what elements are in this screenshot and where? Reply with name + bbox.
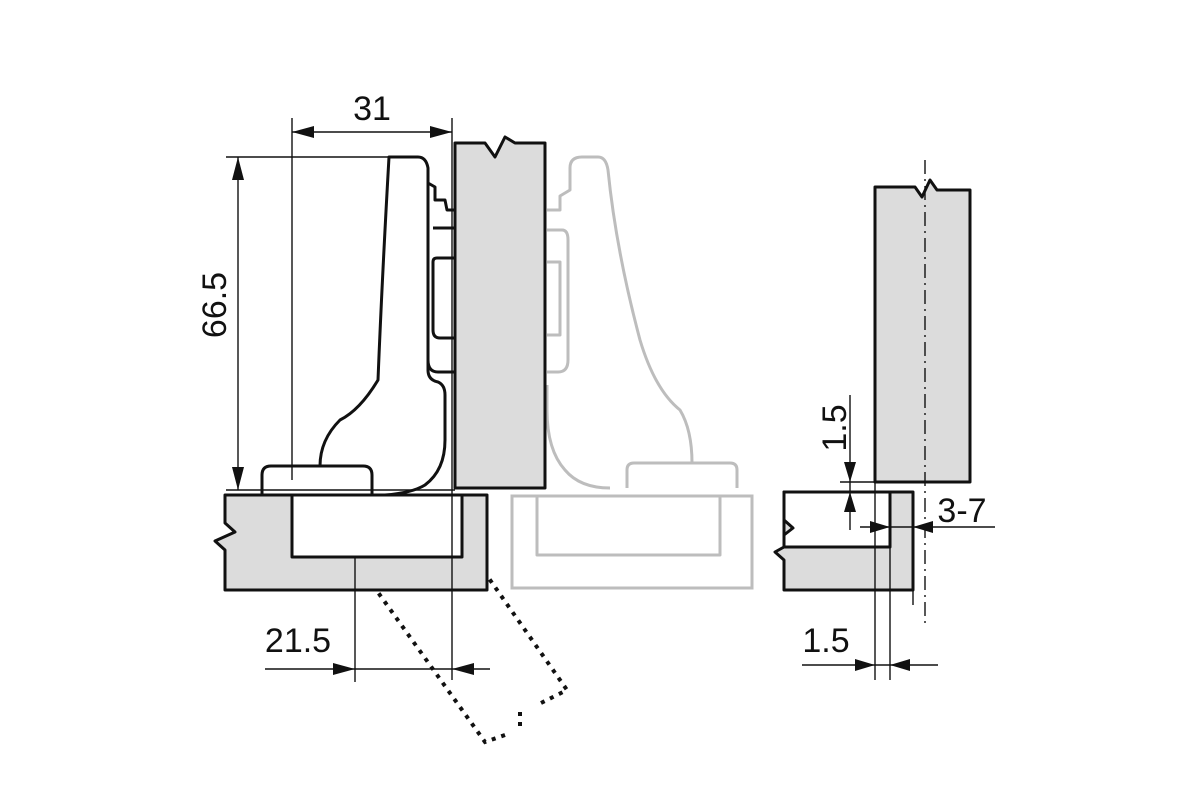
dimension-label-1-5-vertical: 1.5 xyxy=(816,404,854,451)
detail-cup-bore xyxy=(782,490,892,549)
door-panel xyxy=(453,135,547,490)
dimension-label-21-5: 21.5 xyxy=(265,622,331,660)
hinge-arm xyxy=(318,155,455,497)
ghost-cup-bore xyxy=(535,496,722,557)
dimension-1-5-horizontal: 1.5 xyxy=(802,622,938,671)
dimension-3-7: 3-7 xyxy=(860,492,995,533)
detail-door-panel xyxy=(873,178,972,484)
cup-bore xyxy=(290,493,464,559)
dimension-66-5: 66.5 xyxy=(196,157,244,490)
dimension-label-66-5: 66.5 xyxy=(196,272,234,338)
ghost-cabinet-panel xyxy=(510,494,754,590)
dimension-31: 31 xyxy=(292,90,452,138)
dimension-label-1-5-horizontal: 1.5 xyxy=(802,622,849,660)
ghost-cup-flange xyxy=(625,461,739,488)
detail-view: 1.5 3-7 1.5 xyxy=(773,160,995,680)
dimension-21-5: 21.5 xyxy=(265,557,490,682)
ghost-hinge-view xyxy=(510,155,754,590)
dimension-label-3-7: 3-7 xyxy=(937,492,986,530)
door-open-position-outline xyxy=(350,494,570,745)
ghost-hinge-arm xyxy=(545,155,694,490)
dimension-1-5-vertical: 1.5 xyxy=(816,395,856,530)
dimension-label-31: 31 xyxy=(353,90,391,128)
cup-flange xyxy=(260,464,374,497)
